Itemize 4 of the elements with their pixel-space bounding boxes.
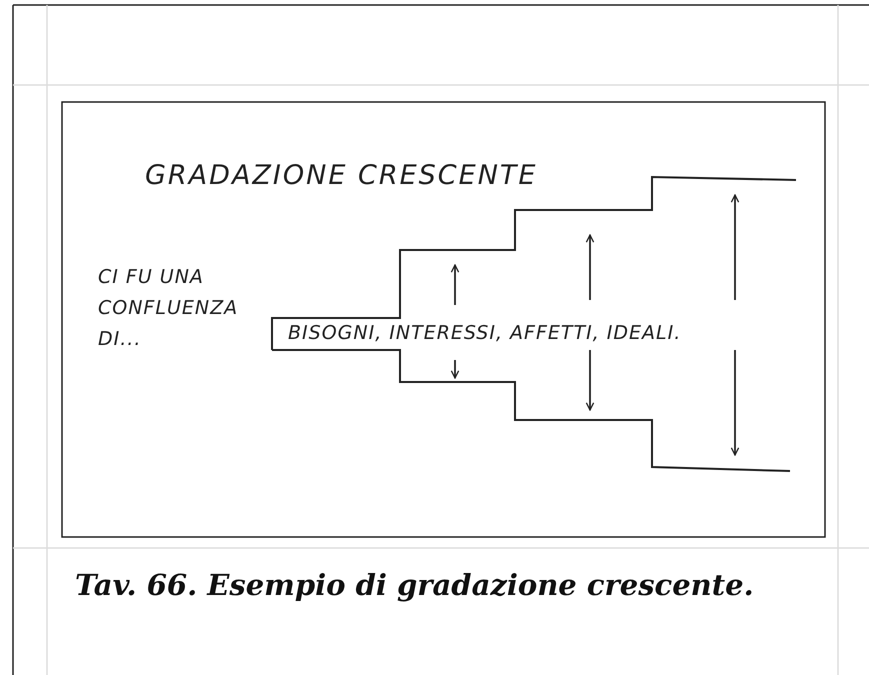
handwritten-text: BISOGNI, INTERESSI, AFFETTI, IDEALI. [288, 322, 682, 344]
caption: Tav. 66. Esempio di gradazione crescente. [75, 568, 754, 602]
handwritten-note: CI FU UNA CONFLUENZA DI... [98, 265, 240, 352]
title: GRADAZIONE CRESCENTE [145, 160, 538, 191]
